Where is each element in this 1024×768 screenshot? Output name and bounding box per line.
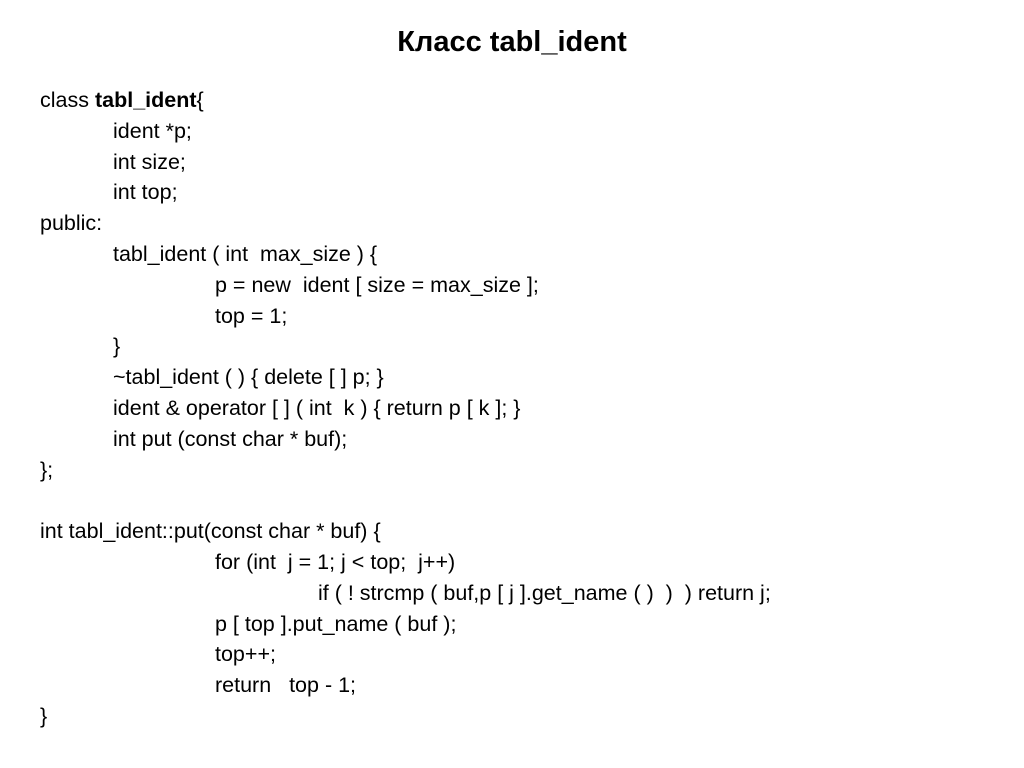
- code-line: }: [40, 701, 1000, 732]
- code-text: }: [113, 334, 121, 359]
- code-text: p = new ident [ size = max_size ];: [215, 272, 539, 297]
- code-line: top = 1;: [40, 301, 1000, 332]
- code-text: return top - 1;: [215, 673, 357, 698]
- code-text: int tabl_ident::put(const char * buf) {: [40, 519, 381, 544]
- class-name: tabl_ident: [94, 88, 197, 112]
- code-text: {: [196, 88, 204, 112]
- code-line: return top - 1;: [40, 670, 1000, 701]
- code-text: p [ top ].put_name ( buf );: [215, 611, 457, 636]
- code-line: ident & operator [ ] ( int k ) { return …: [40, 393, 1000, 424]
- code-text: int top;: [113, 180, 178, 205]
- code-text: ident *p;: [113, 118, 192, 143]
- code-line: ident *p;: [40, 116, 1000, 147]
- code-line: p [ top ].put_name ( buf );: [40, 609, 1000, 640]
- code-text: for (int j = 1; j < top; j++): [215, 549, 456, 574]
- code-line: };: [40, 455, 1000, 486]
- code-text: top = 1;: [215, 303, 288, 328]
- code-line: public:: [40, 208, 1000, 239]
- code-line: }: [40, 331, 1000, 362]
- code-text: tabl_ident ( int max_size ) {: [113, 241, 378, 266]
- code-text: if ( ! strcmp ( buf,p [ j ].get_name ( )…: [318, 580, 771, 605]
- code-line: tabl_ident ( int max_size ) {: [40, 239, 1000, 270]
- code-line: int top;: [40, 177, 1000, 208]
- code-line: for (int j = 1; j < top; j++): [40, 547, 1000, 578]
- code-line: ~tabl_ident ( ) { delete [ ] p; }: [40, 362, 1000, 393]
- code-text: public:: [40, 211, 103, 236]
- code-line: p = new ident [ size = max_size ];: [40, 270, 1000, 301]
- code-listing: class tabl_ident{ident *p; int size; int t…: [40, 85, 1000, 732]
- code-line: top++;: [40, 639, 1000, 670]
- code-line: if ( ! strcmp ( buf,p [ j ].get_name ( )…: [40, 578, 1000, 609]
- code-text: ~tabl_ident ( ) { delete [ ] p; }: [113, 365, 384, 390]
- code-text: };: [40, 457, 54, 482]
- code-line: int size;: [40, 147, 1000, 178]
- code-text: }: [40, 703, 48, 728]
- code-text: int size;: [113, 149, 186, 174]
- code-line: int put (const char * buf);: [40, 424, 1000, 455]
- slide-title: Класс tabl_ident: [397, 26, 627, 58]
- code-line: class tabl_ident{: [40, 85, 1000, 116]
- code-line: int tabl_ident::put(const char * buf) {: [40, 516, 1000, 547]
- code-text: top++;: [215, 642, 276, 667]
- blank-line: [40, 485, 1000, 516]
- code-text: int put (const char * buf);: [113, 426, 348, 451]
- code-text: ident & operator [ ] ( int k ) { return …: [113, 395, 521, 420]
- code-text: class: [40, 88, 95, 112]
